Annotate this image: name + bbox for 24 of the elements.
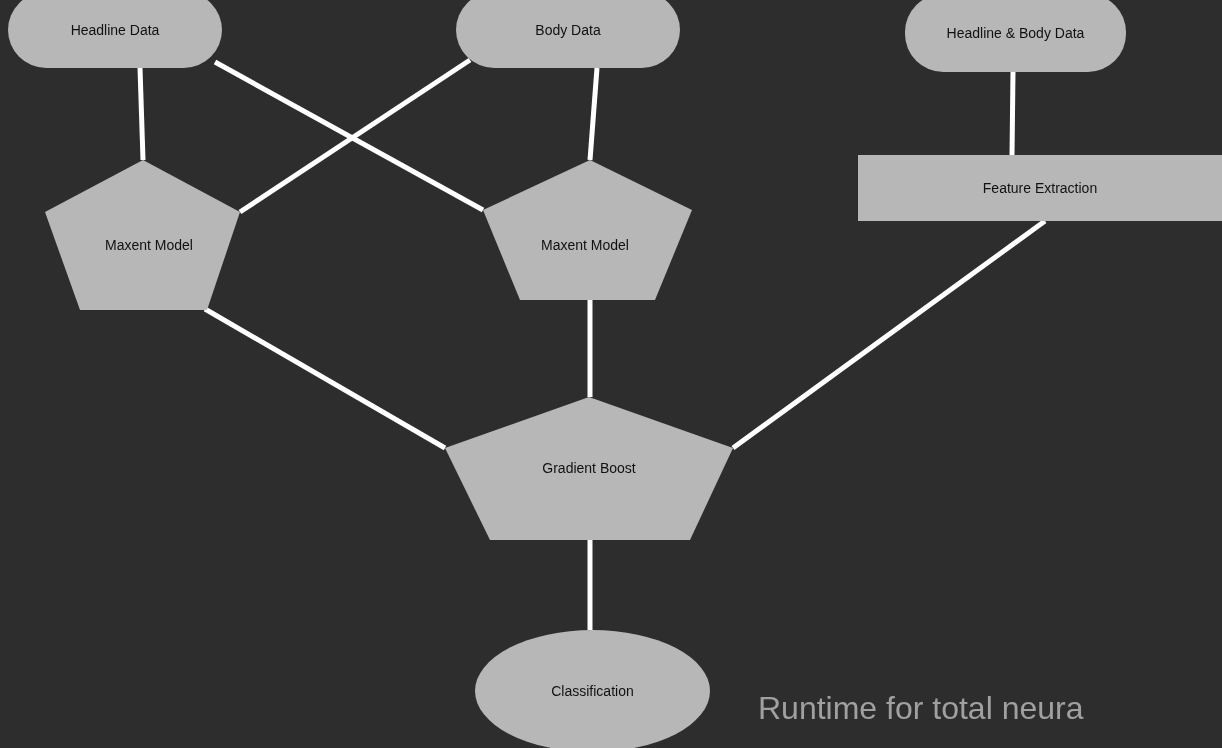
- connector-line: [137, 67, 146, 161]
- connector-line: [587, 540, 593, 630]
- node-label: Headline & Body Data: [945, 24, 1086, 42]
- data-source-pill: [8, 0, 222, 68]
- data-source-pill: [905, 0, 1126, 72]
- process-box: [858, 155, 1222, 221]
- model-pentagon: [45, 160, 240, 310]
- note-text: Runtime for total neura: [758, 690, 1084, 727]
- node-label: Maxent Model: [104, 236, 194, 254]
- connector-line: [587, 67, 600, 161]
- model-pentagon: [483, 160, 692, 300]
- node-label: Feature Extraction: [981, 179, 1099, 197]
- connector-line: [1009, 71, 1016, 156]
- connector-line: [238, 57, 472, 215]
- model-pentagon: [445, 397, 733, 540]
- node-label: Maxent Model: [540, 236, 630, 254]
- connector-line: [587, 300, 593, 397]
- node-label: Classification: [550, 682, 635, 700]
- data-source-pill: [456, 0, 680, 68]
- node-label: Body Data: [534, 21, 602, 39]
- node-label: Gradient Boost: [541, 460, 637, 477]
- node-label: Headline Data: [69, 21, 161, 39]
- connector-line: [213, 59, 485, 213]
- connector-line: [203, 306, 447, 451]
